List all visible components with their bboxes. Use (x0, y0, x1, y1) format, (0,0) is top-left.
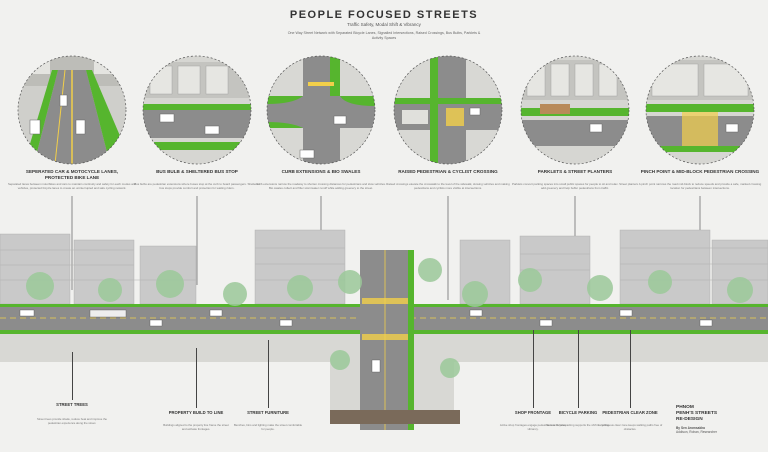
vignette-pinch-point (646, 56, 754, 164)
label-text-property-build: Buildings aligned to the property line f… (163, 423, 229, 431)
caption-parklets: PARKLETS & STREET PLANTERS (537, 169, 613, 174)
label-text-pedestrian-clear-zone: A continuous clear zone keeps walking pa… (597, 423, 663, 431)
caption-raised-crossing: RAISED PEDESTRIAN & CYCLIST CROSSING (398, 169, 498, 174)
page-title: PEOPLE FOCUSED STREETS (289, 9, 479, 21)
label-property-build: PROPERTY BUILD TO LINE (168, 410, 224, 415)
label-text-bicycle-parking: Secure bicycle parking supports the shif… (546, 423, 610, 427)
caption-text-curb-extension: Curb extensions narrow the roadway to sh… (256, 182, 386, 190)
label-shop-frontage: SHOP FRONTAGE (514, 410, 552, 415)
caption-bus-bulb: BUS BULB & SHELTERED BUS STOP (156, 169, 238, 174)
caption-curb-extension: CURB EXTENSIONS & BIO SWALES (281, 169, 361, 174)
caption-text-separated-lanes: Separated lanes between motorbikes and c… (7, 182, 137, 190)
label-text-shop-frontage: Active shop frontages engage pedestrians… (499, 423, 567, 431)
caption-text-bus-bulb: Bus bulbs are pedestrian extensions wher… (134, 182, 260, 190)
label-street-furniture: STREET FURNITURE (247, 410, 289, 415)
brand-line-1: PHNOM (676, 405, 694, 410)
author-name: By Sen Aromsakha (676, 426, 705, 430)
vignette-bus-bulb (143, 56, 251, 164)
label-pedestrian-clear-zone: PEDESTRIAN CLEAR ZONE (602, 410, 658, 415)
vignette-raised-crossing (394, 56, 502, 164)
caption-text-pinch-point: A pinch point narrows the road mid-block… (638, 182, 762, 190)
caption-pinch-point: PINCH POINT & MID-BLOCK PEDESTRIAN CROSS… (640, 169, 760, 174)
label-street-trees: STREET TREES (56, 402, 88, 407)
caption-text-parklets: Parklets convert parking spaces into sma… (512, 182, 638, 190)
vignette-separated-lanes (18, 56, 126, 164)
brand-line-2: PENH'S STREETS (676, 410, 718, 416)
caption-separated-lanes: SEPERATED CAR & MOTOCYCLE LANES, PROTECT… (25, 169, 119, 180)
label-text-street-trees: Street trees provide shade, reduce heat … (37, 417, 107, 425)
page-description: One Way Street Network with Separated Bi… (287, 31, 481, 40)
aerial-street-illustration (0, 229, 768, 430)
label-text-street-furniture: Benches, bins and lighting make the stre… (233, 423, 303, 431)
page-subtitle: Traffic Safety, Modal Shift & Vibrancy (347, 22, 421, 27)
author-credit: By Sen Aromsakha Addison, Rohan, Researc… (676, 426, 717, 434)
brand-line-3: RE-DESIGN (676, 416, 703, 422)
project-brand: PHNOM PENH'S STREETS RE-DESIGN (676, 405, 717, 423)
author-institution: Addison, Rohan, Researcher (676, 430, 717, 435)
caption-text-raised-crossing: Raised crossings elevate the crosswalk t… (386, 182, 510, 190)
label-bicycle-parking: BICYCLE PARKING (558, 410, 598, 415)
vignette-parklets (521, 56, 629, 164)
vignette-curb-extension (267, 56, 375, 164)
